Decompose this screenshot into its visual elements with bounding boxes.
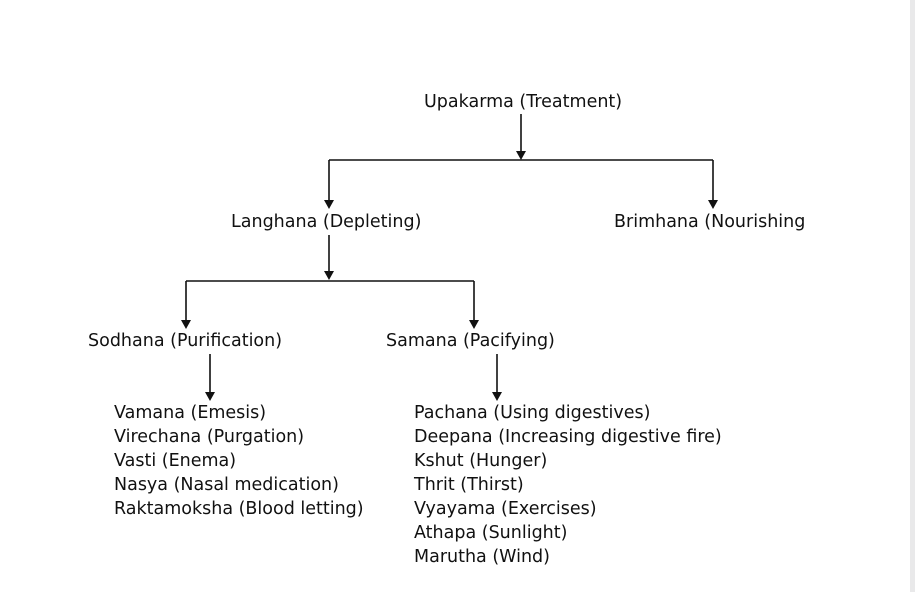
samana-node-label: Samana (Pacifying) <box>386 331 555 351</box>
list-item: Vamana (Emesis) <box>114 403 267 423</box>
brimhana-node: Brimhana (Nourishing <box>614 210 818 236</box>
arrowhead <box>324 200 334 209</box>
right-edge-border <box>910 0 915 592</box>
samana-therapy-list: Pachana (Using digestives) Deepana (Incr… <box>414 401 722 569</box>
arrowhead <box>324 271 334 280</box>
sodhana-therapy-list: Vamana (Emesis) Virechana (Purgation) Va… <box>114 401 364 521</box>
root-node-label: Upakarma (Treatment) <box>424 92 623 112</box>
arrowhead <box>205 392 215 401</box>
list-item: Thrit (Thirst) <box>414 475 524 495</box>
arrowhead <box>469 320 479 329</box>
arrowhead <box>516 151 526 160</box>
list-item: Raktamoksha (Blood letting) <box>114 499 364 519</box>
list-item: Nasya (Nasal medication) <box>114 475 339 495</box>
list-item: Kshut (Hunger) <box>414 451 548 471</box>
list-item: Pachana (Using digestives) <box>414 403 651 423</box>
brimhana-node-label: Brimhana (Nourishing <box>614 212 806 232</box>
list-item: Deepana (Increasing digestive fire) <box>414 427 722 447</box>
arrowhead <box>708 200 718 209</box>
list-item: Vyayama (Exercises) <box>414 499 597 519</box>
list-item: Athapa (Sunlight) <box>414 523 568 543</box>
list-item: Marutha (Wind) <box>414 547 550 567</box>
langhana-node-label: Langhana (Depleting) <box>231 212 422 232</box>
list-item: Virechana (Purgation) <box>114 427 305 447</box>
list-item: Vasti (Enema) <box>114 451 237 471</box>
arrowhead <box>492 392 502 401</box>
sodhana-node-label: Sodhana (Purification) <box>88 331 283 351</box>
arrowhead <box>181 320 191 329</box>
